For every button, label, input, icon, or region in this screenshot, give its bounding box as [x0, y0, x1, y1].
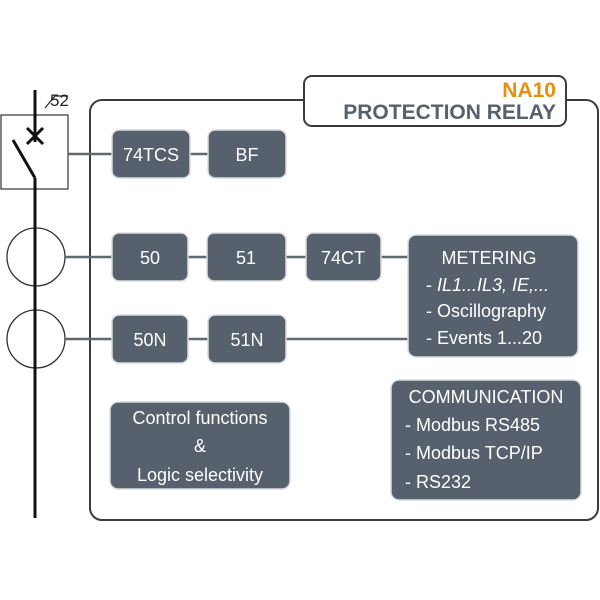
block-50: [111, 232, 189, 282]
block-74tcs: [111, 129, 191, 179]
block-51: [206, 232, 287, 282]
breaker-cross-b: [25, 126, 45, 146]
communication-item-rs485: - Modbus RS485: [405, 415, 540, 435]
breaker-contact: [11, 139, 37, 179]
metering-title: METERING: [441, 248, 536, 268]
control-line-3: Logic selectivity: [137, 465, 263, 485]
metering-line-oscillography: - Oscillography: [426, 301, 546, 321]
block-51-label: 51: [236, 248, 256, 268]
block-74ct-label: 74CT: [321, 248, 365, 268]
communication-item-tcpip: - Modbus TCP/IP: [405, 443, 543, 463]
model-label: NA10: [502, 79, 556, 102]
communication-block: [390, 379, 582, 501]
block-bf-label: BF: [235, 145, 258, 165]
block-51n-label: 51N: [230, 330, 263, 350]
control-line-1: Control functions: [132, 408, 267, 428]
communication-item-rs232: - RS232: [405, 472, 471, 492]
block-50-label: 50: [140, 248, 160, 268]
block-50n: [111, 314, 189, 364]
metering-block: [407, 234, 579, 358]
block-74tcs-label: 74TCS: [123, 145, 179, 165]
communication-title: COMMUNICATION: [409, 387, 564, 407]
metering-line-currents: - IL1...IL3, IE,...: [426, 275, 549, 295]
metering-line-currents-prefix: -: [426, 275, 437, 295]
metering-line-currents-text: IL1...IL3, IE,...: [437, 275, 549, 295]
block-50n-label: 50N: [133, 330, 166, 350]
block-51n: [207, 314, 287, 364]
block-bf: [207, 129, 287, 179]
relay-type-label: PROTECTION RELAY: [343, 101, 556, 124]
block-74ct: [305, 232, 382, 282]
title-box: [303, 75, 567, 127]
control-line-2: &: [194, 436, 206, 456]
breaker-label: 52: [50, 91, 69, 110]
breaker-label-leader: [44, 95, 68, 109]
control-block: [109, 401, 291, 490]
metering-line-events: - Events 1...20: [426, 328, 542, 348]
